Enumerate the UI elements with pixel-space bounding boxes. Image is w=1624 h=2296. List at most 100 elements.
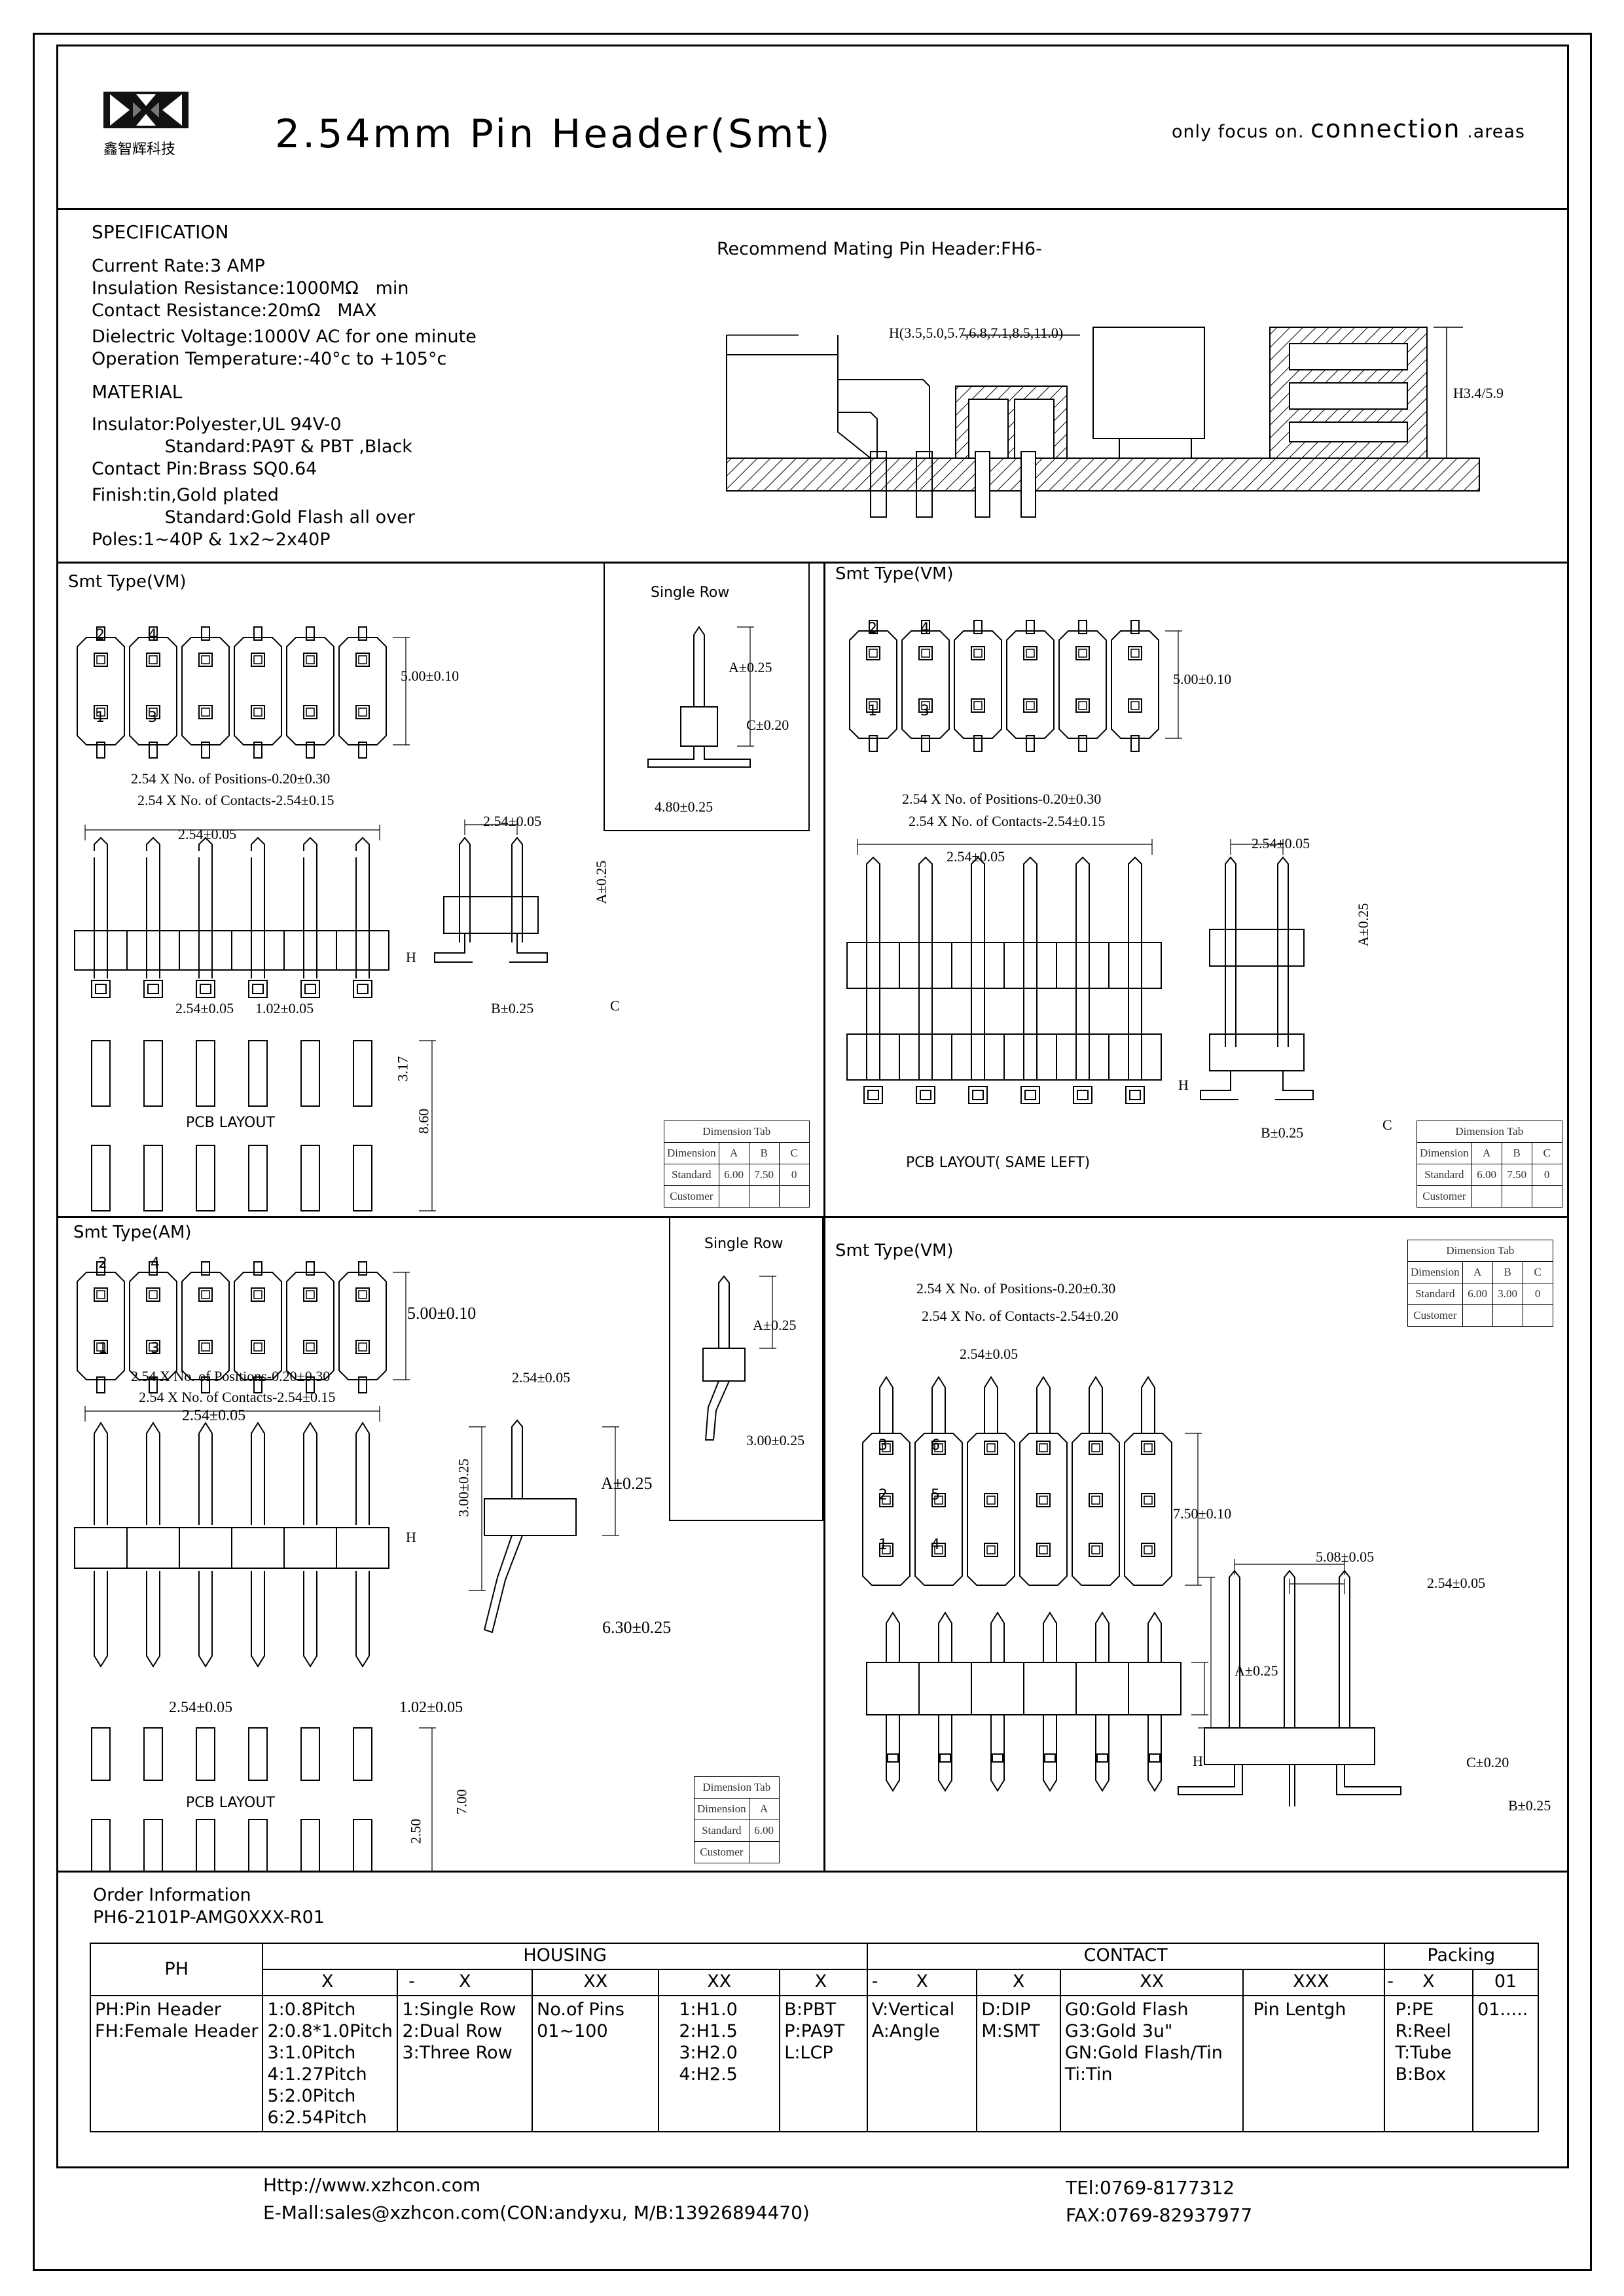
housing-body [484, 1498, 577, 1536]
pin-foot [863, 1086, 883, 1104]
order-code-slot: X [866, 1969, 978, 1996]
pin [1089, 1376, 1103, 1433]
pin [938, 1715, 952, 1792]
pin-tail [253, 626, 262, 641]
table-cell [1501, 1185, 1532, 1208]
dim-label: 3.17 [394, 1056, 411, 1082]
pcb-pad [196, 1819, 215, 1873]
contact-pad-inner [882, 1545, 891, 1554]
pin-tail [358, 1376, 367, 1393]
pin-foot [1020, 1086, 1040, 1104]
divider [823, 562, 825, 1216]
front-view-drawing [74, 825, 389, 998]
contact-pad [251, 1340, 265, 1354]
pin-tail [96, 742, 105, 759]
pin [1147, 1715, 1162, 1792]
order-code: PH6-2101P-AMG0XXX-R01 [93, 1907, 325, 1928]
table-header: A [718, 1142, 749, 1164]
pin-number: 4 [931, 1537, 940, 1553]
housing-body [443, 896, 539, 934]
table-header: C [1522, 1261, 1553, 1283]
pin [1095, 1611, 1110, 1662]
dim-label: 1.02±0.05 [399, 1699, 463, 1716]
pin [355, 836, 370, 978]
contact-pad-inner [96, 1290, 105, 1299]
pin-foot-inner [252, 984, 264, 994]
pin-foot [143, 980, 163, 998]
mating-h2-label: H3.4/5.9 [1453, 385, 1504, 401]
single-row-title: Single Row [651, 584, 730, 601]
table-header: Dimension [664, 1142, 719, 1164]
contact-pad-inner [882, 1496, 891, 1505]
contact-pad [931, 1441, 946, 1455]
contact-pad-inner [973, 649, 983, 658]
pin-foot [353, 980, 372, 998]
order-option-height: 1:H1.0 2:H1.5 3:H2.0 4:H2.5 [658, 1995, 781, 2132]
spec-list: Current Rate:3 AMP Insulation Resistance… [92, 255, 477, 370]
material-line: Poles:1~40P & 1x2~2x40P [92, 529, 331, 550]
contact-pad-inner [1144, 1496, 1153, 1505]
logo-text: 鑫智辉科技 [103, 141, 176, 158]
single-row-drawing [647, 626, 754, 768]
footer-web: Http://www.xzhcon.com [263, 2174, 481, 2196]
housing-outline [77, 637, 125, 745]
contact-pad-inner [921, 649, 930, 658]
order-heading: Order Information [93, 1885, 251, 1905]
pin [198, 836, 213, 978]
dim-label: 2.54 X No. of Contacts-2.54±0.15 [909, 813, 1106, 829]
panel-title: Smt Type(VM) [835, 1241, 954, 1261]
pin [94, 1571, 108, 1668]
pin-tail [306, 1261, 315, 1276]
slogan-post: .areas [1467, 122, 1525, 142]
pin-tail [201, 1261, 210, 1276]
pin [1229, 1570, 1240, 1728]
housing-outline [1006, 630, 1055, 739]
contact-pad-inner [358, 1342, 367, 1352]
contact-pad-inner [96, 1342, 105, 1352]
table-cell: 6.00 [748, 1820, 780, 1842]
contact-pad [303, 1340, 317, 1354]
table-header: Dimension [694, 1798, 749, 1820]
pin-foot [1096, 1753, 1108, 1763]
pcb-layout-label: PCB LAYOUT [186, 1115, 275, 1131]
spec-line: Contact Resistance:20mΩ MAX [92, 300, 377, 321]
housing-outline [338, 637, 387, 745]
pin-foot [968, 1086, 988, 1104]
pin-foot [1125, 1086, 1145, 1104]
contact-pad [918, 646, 933, 660]
page-title: 2.54mm Pin Header(Smt) [275, 111, 833, 157]
pin-tail [306, 1376, 315, 1393]
dim-label: 3.00±0.25 [455, 1458, 472, 1517]
table-cell [1531, 1185, 1562, 1208]
pin-number: 4 [148, 627, 157, 643]
pin-foot-inner [867, 1090, 879, 1100]
pin-number: 1 [868, 703, 877, 719]
pin-tail [149, 626, 158, 641]
pin-foot [1336, 1765, 1401, 1795]
pin-foot [196, 980, 215, 998]
contact-pad-inner [358, 708, 367, 717]
contact-pad-inner [1091, 1496, 1100, 1505]
pin-foot-inner [1129, 1090, 1141, 1100]
pin [971, 856, 985, 1080]
dim-label: 2.54±0.05 [947, 848, 1005, 865]
dim-label: 2.54±0.05 [169, 1699, 233, 1716]
order-option-angle: V:Vertical A:Angle [866, 1995, 978, 2132]
table-cell: Standard [1416, 1164, 1472, 1186]
panel-title: Smt Type(AM) [73, 1223, 192, 1242]
housing-outline [954, 630, 1002, 739]
contact-pad-inner [1091, 1443, 1100, 1452]
order-code-char: X [321, 1971, 333, 1992]
table-cell [1522, 1304, 1553, 1327]
contact-pad-inner [1078, 649, 1087, 658]
single-row-box [669, 1216, 823, 1521]
table-header: A [748, 1798, 780, 1820]
order-code-dash: - [871, 1971, 878, 1992]
contact-pad-inner [306, 1290, 315, 1299]
dim-label: C [1382, 1117, 1392, 1133]
divider [56, 208, 1569, 210]
dim-label: 6.30±0.25 [602, 1618, 672, 1637]
